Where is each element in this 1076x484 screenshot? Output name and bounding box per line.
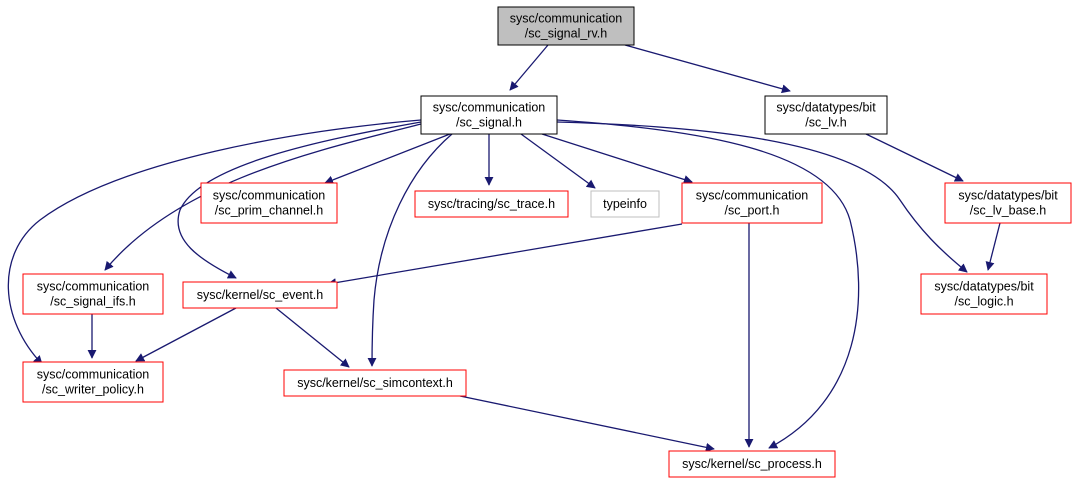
node-typeinfo[interactable]: typeinfo bbox=[590, 190, 660, 218]
node-sc-lv-base[interactable]: sysc/datatypes/bit/sc_lv_base.h bbox=[944, 182, 1072, 224]
edge-sc-event-to-sc-writer-policy bbox=[135, 307, 237, 362]
node-label-line: sysc/communication bbox=[433, 101, 546, 115]
edge-sc-lv-to-sc-lv-base bbox=[865, 133, 964, 182]
node-label-line: sysc/communication bbox=[213, 189, 326, 203]
edge-sc-signal-to-typeinfo bbox=[520, 133, 596, 189]
node-box bbox=[414, 190, 569, 218]
node-label-line: sysc/tracing/sc_trace.h bbox=[428, 197, 555, 211]
node-label-line: typeinfo bbox=[603, 197, 647, 211]
edge-sc-signal-to-sc-process bbox=[556, 119, 860, 449]
node-sc-simcontext[interactable]: sysc/kernel/sc_simcontext.h bbox=[283, 369, 467, 397]
node-box bbox=[22, 361, 164, 403]
nodes-layer: sysc/communication/sc_signal_rv.hsysc/co… bbox=[22, 6, 1072, 478]
node-label-line: sysc/datatypes/bit bbox=[776, 101, 876, 115]
node-sc-signal[interactable]: sysc/communication/sc_signal.h bbox=[420, 95, 558, 135]
node-sc-port[interactable]: sysc/communication/sc_port.h bbox=[681, 182, 823, 224]
node-label-line: sysc/communication bbox=[37, 280, 150, 294]
node-box bbox=[764, 95, 888, 135]
node-root[interactable]: sysc/communication/sc_signal_rv.h bbox=[497, 6, 635, 46]
edge-root-to-sc-lv bbox=[624, 44, 791, 94]
node-sc-prim-channel[interactable]: sysc/communication/sc_prim_channel.h bbox=[200, 182, 338, 224]
node-label-line: sysc/datatypes/bit bbox=[934, 280, 1034, 294]
node-sc-logic[interactable]: sysc/datatypes/bit/sc_logic.h bbox=[920, 273, 1048, 315]
node-label-line: /sc_port.h bbox=[725, 204, 780, 218]
edge-root-to-sc-signal bbox=[509, 44, 549, 91]
edge-sc-signal-to-sc-writer-policy bbox=[7, 119, 422, 365]
node-box bbox=[200, 182, 338, 224]
node-label-line: sysc/datatypes/bit bbox=[958, 189, 1058, 203]
node-label-line: sysc/kernel/sc_simcontext.h bbox=[297, 376, 453, 390]
edge-sc-signal-to-sc-prim-channel bbox=[324, 133, 451, 185]
node-label-line: /sc_prim_channel.h bbox=[215, 204, 323, 218]
node-box bbox=[668, 450, 836, 478]
edge-sc-signal-to-sc-logic bbox=[556, 121, 968, 273]
node-box bbox=[920, 273, 1048, 315]
node-box bbox=[590, 190, 660, 218]
edge-sc-event-to-sc-simcontext bbox=[275, 307, 350, 368]
node-label-line: sysc/kernel/sc_event.h bbox=[197, 288, 323, 302]
node-sc-writer-policy[interactable]: sysc/communication/sc_writer_policy.h bbox=[22, 361, 164, 403]
node-sc-process[interactable]: sysc/kernel/sc_process.h bbox=[668, 450, 836, 478]
edge-sc-lv-base-to-sc-logic bbox=[985, 222, 1001, 271]
node-label-line: /sc_signal_rv.h bbox=[525, 27, 607, 41]
node-label-line: sysc/communication bbox=[696, 189, 809, 203]
node-label-line: /sc_logic.h bbox=[954, 295, 1013, 309]
node-box bbox=[944, 182, 1072, 224]
edges-layer bbox=[7, 44, 1001, 452]
node-label-line: /sc_writer_policy.h bbox=[42, 383, 144, 397]
node-label-line: sysc/communication bbox=[510, 12, 623, 26]
node-box bbox=[182, 281, 338, 309]
node-box bbox=[283, 369, 467, 397]
node-sc-trace[interactable]: sysc/tracing/sc_trace.h bbox=[414, 190, 569, 218]
node-box bbox=[22, 273, 164, 315]
node-box bbox=[420, 95, 558, 135]
node-box bbox=[681, 182, 823, 224]
node-label-line: /sc_signal.h bbox=[456, 116, 522, 130]
node-label-line: /sc_lv_base.h bbox=[970, 204, 1046, 218]
node-sc-event[interactable]: sysc/kernel/sc_event.h bbox=[182, 281, 338, 309]
edge-sc-signal-to-sc-port bbox=[541, 133, 693, 184]
node-sc-lv[interactable]: sysc/datatypes/bit/sc_lv.h bbox=[764, 95, 888, 135]
node-box bbox=[497, 6, 635, 46]
edge-sc-signal-to-sc-signal-ifs bbox=[104, 123, 422, 271]
edge-sc-simcontext-to-sc-process bbox=[459, 395, 715, 452]
edge-sc-port-to-sc-event bbox=[327, 223, 683, 288]
node-sc-signal-ifs[interactable]: sysc/communication/sc_signal_ifs.h bbox=[22, 273, 164, 315]
node-label-line: /sc_signal_ifs.h bbox=[50, 295, 136, 309]
edge-sc-signal-to-sc-simcontext bbox=[367, 133, 453, 367]
node-label-line: /sc_lv.h bbox=[805, 116, 846, 130]
node-label-line: sysc/kernel/sc_process.h bbox=[682, 457, 822, 471]
node-label-line: sysc/communication bbox=[37, 368, 150, 382]
edge-sc-signal-to-sc-event bbox=[177, 121, 422, 279]
